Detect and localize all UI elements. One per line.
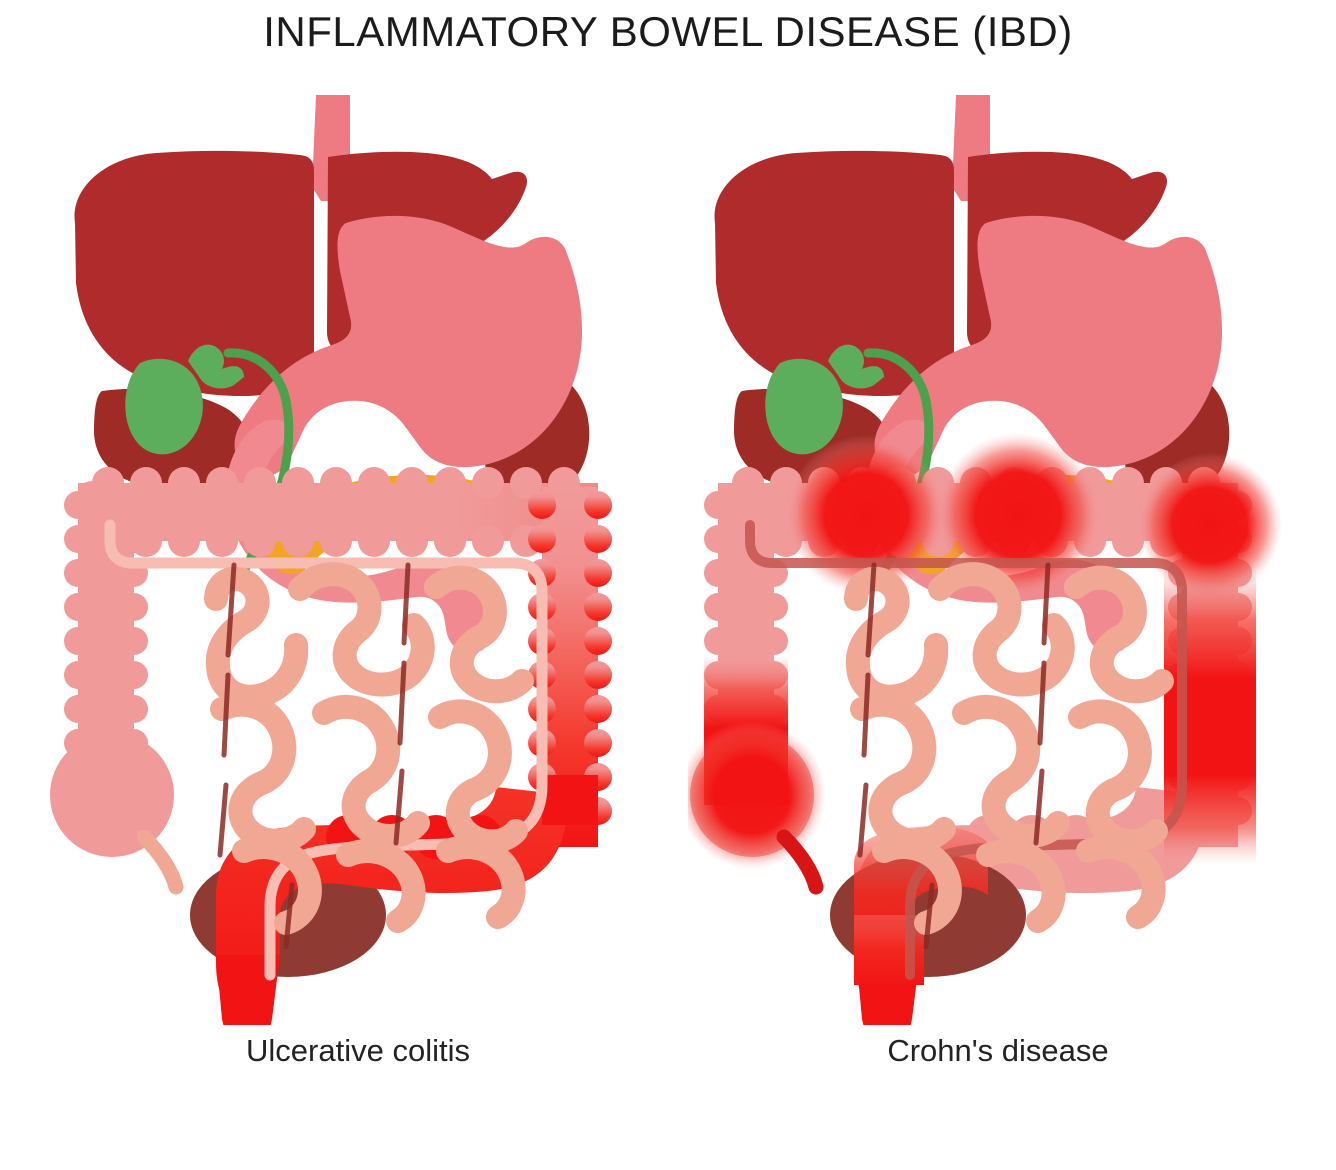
duodenum [226,419,494,654]
cecum [50,733,174,857]
stomach [874,215,1223,477]
mesentery-vessels [857,562,1051,950]
caption-crohns-disease: Crohn's disease [887,1033,1109,1068]
skip-lesion-cecum [688,721,826,869]
crohns-disease-illustration [688,95,1282,1025]
duodenum [866,419,1134,654]
skip-lesion-splenic-flexure [1138,453,1282,597]
skip-lesion-hepatic-flexure [786,435,946,595]
small-intestine [844,562,1174,935]
panel-ulcerative-colitis: Ulcerative colitis [48,95,668,1075]
caption-ulcerative-colitis: Ulcerative colitis [246,1033,470,1068]
small-intestine [204,562,534,935]
page-title: INFLAMMATORY BOWEL DISEASE (IBD) [263,8,1073,55]
comparison-panels: Ulcerative colitis [0,95,1336,1075]
stomach [234,215,583,477]
skip-lesion-transverse-colon [936,433,1100,597]
ulcerative-colitis-illustration [50,95,612,1025]
rectum-inflamed [216,955,280,1025]
gallbladder [765,344,884,455]
mesentery-vessels [217,562,411,950]
appendix [136,829,184,895]
ascending-colon-haustra [64,491,148,791]
appendix-inflamed [776,829,824,895]
gallbladder [125,344,244,455]
panel-crohns-disease: Crohn's disease [688,95,1308,1075]
